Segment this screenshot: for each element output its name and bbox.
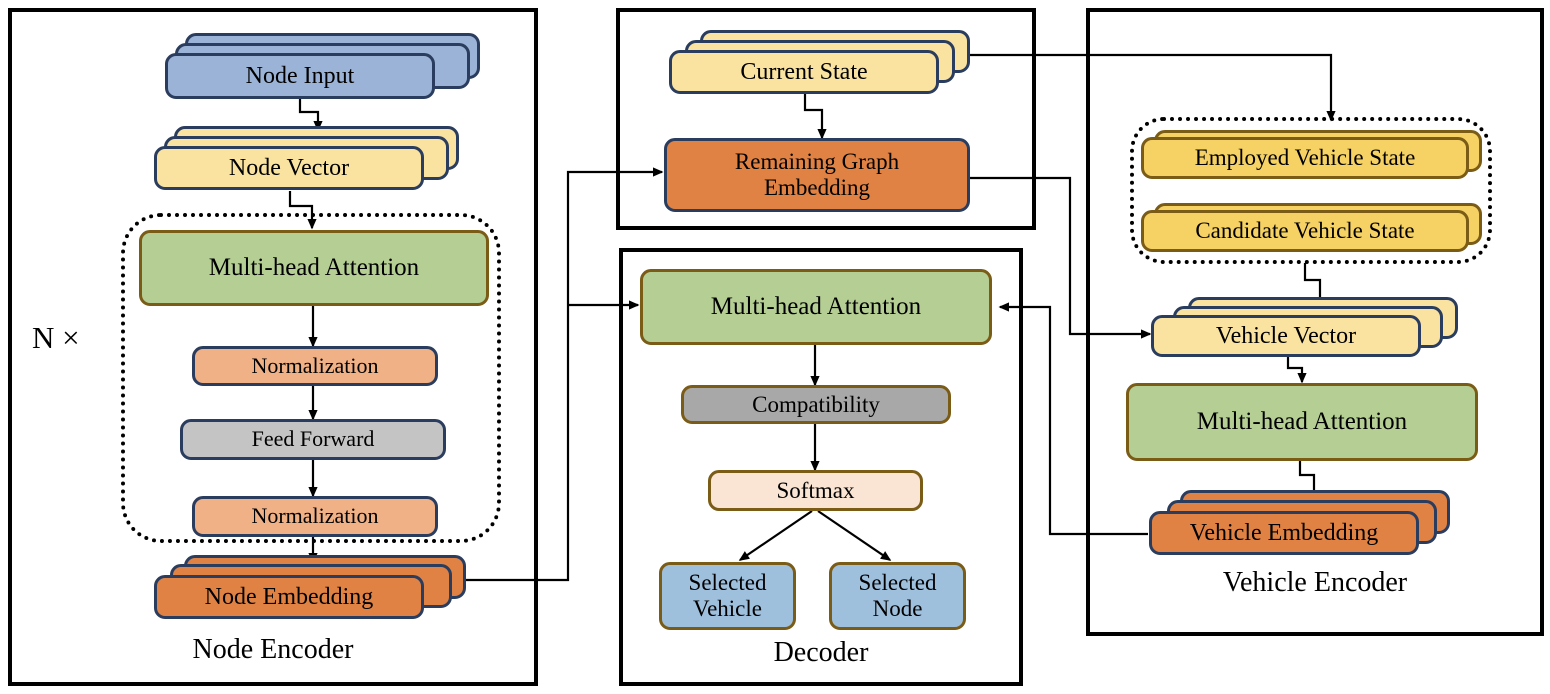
node-vector-box[interactable]: Node Vector [154, 146, 424, 190]
rge-label-line-1: Remaining Graph [734, 149, 900, 175]
node-input-box[interactable]: Node Input [165, 53, 435, 99]
selected-vehicle-line-2: Vehicle [693, 596, 762, 621]
selected-node-line-1: Selected [858, 570, 937, 596]
remaining-graph-embedding-box[interactable]: Remaining Graph Embedding [664, 138, 970, 212]
decoder-selected-vehicle-box[interactable]: Selected Vehicle [659, 562, 796, 630]
decoder-multi-head-attention-box[interactable]: Multi-head Attention [640, 269, 992, 345]
arrow-vehicle-mha-to-vehicle-embedding [1298, 461, 1319, 504]
node-encoder-caption: Node Encoder [192, 634, 354, 665]
panel-state [616, 8, 1036, 230]
panel-node-encoder [8, 8, 538, 686]
node-feed-forward-box[interactable]: Feed Forward [180, 419, 446, 460]
arrow-softmax-to-selected-vehicle [738, 510, 813, 561]
arrow-vehicle-embedding-to-decoder-mha [998, 302, 1148, 536]
panel-decoder [619, 248, 1023, 686]
arrow-current-state-to-rge [803, 93, 827, 140]
decoder-caption: Decoder [773, 637, 869, 668]
arrow-vehicle-states-to-vehicle-vector [1303, 263, 1325, 310]
node-multi-head-attention-box[interactable]: Multi-head Attention [139, 230, 489, 306]
node-normalization-2-box[interactable]: Normalization [192, 496, 438, 537]
decoder-softmax-box[interactable]: Softmax [708, 470, 923, 511]
selected-node-line-2: Node [872, 596, 923, 621]
node-encoder-repeat-group [121, 213, 501, 543]
current-state-box[interactable]: Current State [669, 50, 939, 94]
rge-label-line-2: Embedding [763, 175, 871, 200]
decoder-compatibility-box[interactable]: Compatibility [681, 385, 951, 424]
node-embedding-box[interactable]: Node Embedding [154, 575, 424, 619]
node-normalization-1-box[interactable]: Normalization [192, 346, 438, 386]
vehicle-encoder-caption: Vehicle Encoder [1222, 567, 1408, 598]
arrow-node-embedding-to-rge [462, 167, 664, 582]
arrow-node-input-to-node-vector [298, 98, 323, 132]
vehicle-multi-head-attention-box[interactable]: Multi-head Attention [1126, 383, 1478, 461]
arrow-rge-to-vehicle-vector [970, 176, 1152, 339]
selected-vehicle-line-1: Selected [688, 570, 767, 596]
vehicle-state-group [1130, 117, 1492, 264]
vehicle-embedding-box[interactable]: Vehicle Embedding [1149, 511, 1419, 555]
arrow-softmax-to-selected-node [817, 510, 892, 561]
employed-vehicle-state-box[interactable]: Employed Vehicle State [1141, 137, 1469, 179]
arrow-node-vector-to-mha [288, 191, 317, 230]
vehicle-vector-box[interactable]: Vehicle Vector [1151, 315, 1421, 357]
panel-vehicle-encoder [1086, 8, 1544, 636]
decoder-selected-node-box[interactable]: Selected Node [829, 562, 966, 630]
arrow-vehicle-vector-to-vehicle-mha [1286, 356, 1307, 384]
candidate-vehicle-state-box[interactable]: Candidate Vehicle State [1141, 210, 1469, 252]
repeat-count-label: N × [32, 320, 80, 355]
